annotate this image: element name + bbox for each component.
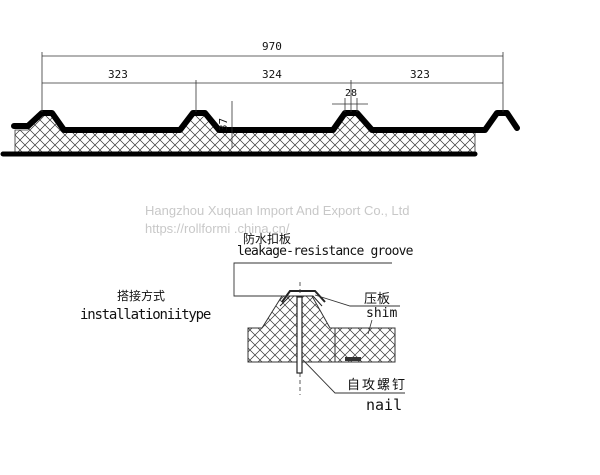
dim-span-right: 323 (410, 68, 430, 81)
dim-total: 970 (262, 40, 282, 53)
groove-label-cn: 防水扣板 (243, 232, 292, 246)
dim-rib-height: 37 (217, 117, 231, 132)
installation-title-cn: 搭接方式 (117, 289, 166, 303)
nail-leader (302, 359, 405, 394)
dim-rib-top-width: 28 (345, 88, 358, 99)
nail-label-en: nail (366, 396, 403, 414)
shim-label-cn: 压板 (364, 292, 391, 307)
installation-detail (233, 262, 405, 395)
panel-cross-section (0, 110, 520, 157)
nail-label-cn: 自攻螺钉 (347, 378, 408, 393)
top-steel-sheet (11, 110, 520, 133)
installation-title-en: installationiitype (80, 307, 211, 323)
watermark-company: Hangzhou Xuquan Import And Export Co., L… (145, 203, 410, 218)
dimension-lines (41, 52, 504, 148)
watermark-url: https://rollformi .china.cn/ (145, 221, 290, 236)
shim-leader (314, 294, 400, 307)
nail (296, 296, 303, 374)
shim-label-en: shim (366, 306, 398, 321)
dim-span-middle: 324 (262, 68, 282, 81)
groove-leader (233, 262, 392, 297)
groove-label-en: leakage-resistance groove (237, 244, 413, 259)
dim-span-left: 323 (108, 68, 128, 81)
